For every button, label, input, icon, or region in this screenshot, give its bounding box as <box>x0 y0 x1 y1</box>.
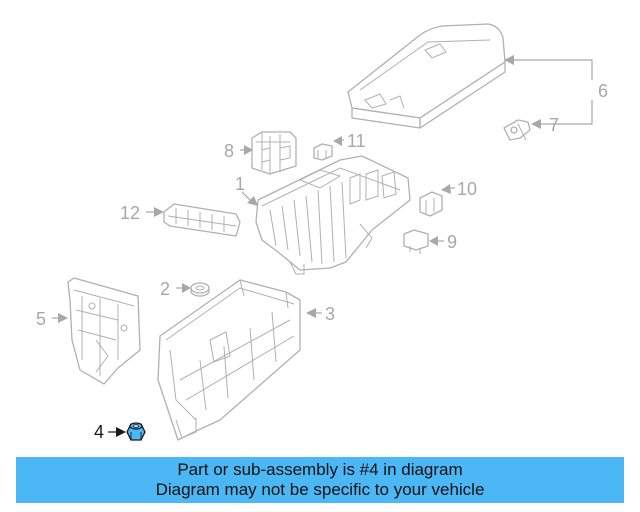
part-10-fuse[interactable] <box>419 191 443 217</box>
part-2-grommet[interactable] <box>190 282 210 297</box>
callout-4[interactable]: 4 <box>94 422 104 442</box>
callout-7: 7 <box>549 115 559 135</box>
part-3-tray[interactable] <box>157 279 301 441</box>
part-4-nut[interactable] <box>126 422 146 441</box>
parts-diagram: 1 2 3 4 5 6 7 8 9 10 11 12 <box>36 23 608 442</box>
part-8-connector[interactable] <box>251 131 297 175</box>
part-1-fuse-block[interactable] <box>255 155 411 275</box>
leader-lines <box>52 55 593 437</box>
callout-3: 3 <box>325 304 335 324</box>
callout-10: 10 <box>457 179 477 199</box>
callout-9: 9 <box>447 232 457 252</box>
callout-6: 6 <box>598 81 608 101</box>
callout-12: 12 <box>120 203 140 223</box>
part-5-bracket[interactable] <box>67 277 141 385</box>
callout-8: 8 <box>224 141 234 161</box>
callout-11: 11 <box>347 131 366 151</box>
part-7-clip[interactable] <box>503 119 531 141</box>
part-12-fuse-strip[interactable] <box>163 203 241 237</box>
callout-1: 1 <box>235 174 245 194</box>
banner-line-2: Diagram may not be specific to your vehi… <box>155 480 485 499</box>
callout-2: 2 <box>160 279 170 299</box>
banner-line-1: Part or sub-assembly is #4 in diagram <box>177 460 463 479</box>
info-banner: Part or sub-assembly is #4 in diagram Di… <box>16 457 624 503</box>
part-11-fuse[interactable] <box>313 143 333 161</box>
part-6-cover[interactable] <box>347 23 506 129</box>
part-9-relay[interactable] <box>403 229 429 254</box>
callout-5: 5 <box>36 309 46 329</box>
